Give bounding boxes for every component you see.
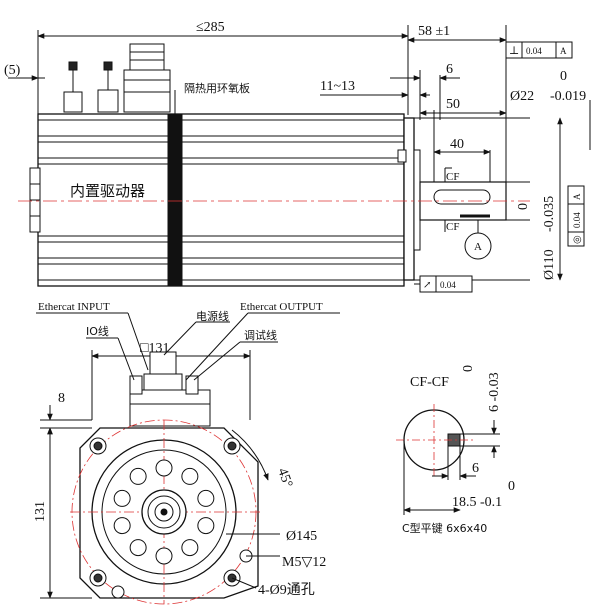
- front-view-labels: Ethercat INPUT 电源线 Ethercat OUTPUT IO线 调…: [33, 301, 326, 598]
- debug-line-label: 调试线: [244, 328, 277, 342]
- section-mark-bottom: CF: [446, 221, 459, 233]
- ring-hole: [113, 489, 131, 507]
- ring-holes: [113, 459, 215, 565]
- ring-hole: [197, 517, 215, 535]
- epoxy-plate: [167, 113, 183, 287]
- shaft-dia-tol-upper: 0: [560, 69, 567, 84]
- ring-hole: [155, 547, 173, 565]
- perp-symbol: ⊥: [509, 45, 519, 57]
- shaft-length-label: 58 ±1: [418, 24, 450, 39]
- ring-hole: [155, 459, 173, 477]
- power-line-label: 电源线: [196, 309, 229, 323]
- motor-body: [37, 113, 405, 287]
- mounting-holes: [89, 437, 253, 599]
- runout-value: 0.04: [440, 280, 456, 290]
- shaft-step-label: 6: [446, 62, 453, 77]
- ring-hole: [197, 489, 215, 507]
- key-length-range-label: 11~13: [320, 79, 355, 94]
- conc-datum: A: [572, 193, 582, 200]
- front-view: [36, 312, 340, 605]
- shaft-end-label: 50: [446, 97, 460, 112]
- section-title: CF-CF: [410, 375, 449, 390]
- depth-tol-upper: 0: [461, 365, 476, 372]
- height-label: 131: [33, 501, 48, 522]
- bolt-circle-label: Ø145: [286, 529, 317, 544]
- pilot-dia-label: Ø110: [542, 249, 557, 280]
- thread-label: M5▽12: [282, 555, 326, 570]
- key-length-label: 40: [450, 137, 464, 152]
- key-width-label: 6: [472, 461, 479, 476]
- holes-label: 4-Ø9通孔: [258, 582, 315, 598]
- flange-offset-label: (5): [4, 63, 21, 78]
- ring-hole: [129, 467, 147, 485]
- key-section-labels: CF-CF 0 6 -0.03 6 0 18.5 -0.1 C型平键 6x6x4…: [402, 365, 515, 535]
- pilot-dia-tol-upper: 0: [516, 203, 531, 210]
- perp-datum: A: [560, 46, 567, 56]
- ethercat-input-label: Ethercat INPUT: [38, 301, 110, 313]
- pilot-dia-tol-lower: -0.035: [542, 196, 557, 232]
- key-caption: C型平键 6x6x40: [402, 521, 487, 535]
- ring-hole: [181, 467, 199, 485]
- overall-length-label: ≤285: [196, 20, 225, 35]
- datum-a-label: A: [474, 241, 482, 253]
- ring-hole: [129, 539, 147, 557]
- conc-symbol: ◎: [572, 235, 583, 244]
- angle-label: 45°: [274, 466, 295, 490]
- shaft-dia-tol-lower: -0.019: [550, 89, 586, 104]
- height-value: 18.5 -0.1: [452, 495, 502, 510]
- runout-symbol: ↗: [423, 280, 431, 291]
- epoxy-label: 隔热用环氧板: [184, 81, 250, 95]
- io-line-label: IO线: [86, 324, 109, 338]
- shaft-dia-label: Ø22: [510, 89, 534, 104]
- height-offset-label: 8: [58, 391, 65, 406]
- perp-value: 0.04: [526, 46, 542, 56]
- ethercat-output-label: Ethercat OUTPUT: [240, 301, 323, 313]
- conc-value: 0.04: [572, 212, 582, 228]
- driver-label: 内置驱动器: [70, 182, 145, 200]
- key-section: [396, 404, 500, 515]
- section-mark-top: CF: [446, 171, 459, 183]
- square-size-label: □131: [140, 341, 169, 356]
- ring-hole: [113, 517, 131, 535]
- side-view: [8, 25, 591, 293]
- side-view-labels: ≤285 58 ±1 (5) 11~13 6 50 40 Ø22 0 -0.01…: [4, 20, 586, 291]
- depth-value: 6 -0.03: [487, 372, 502, 412]
- ring-hole: [181, 539, 199, 557]
- height-tol-upper: 0: [508, 479, 515, 494]
